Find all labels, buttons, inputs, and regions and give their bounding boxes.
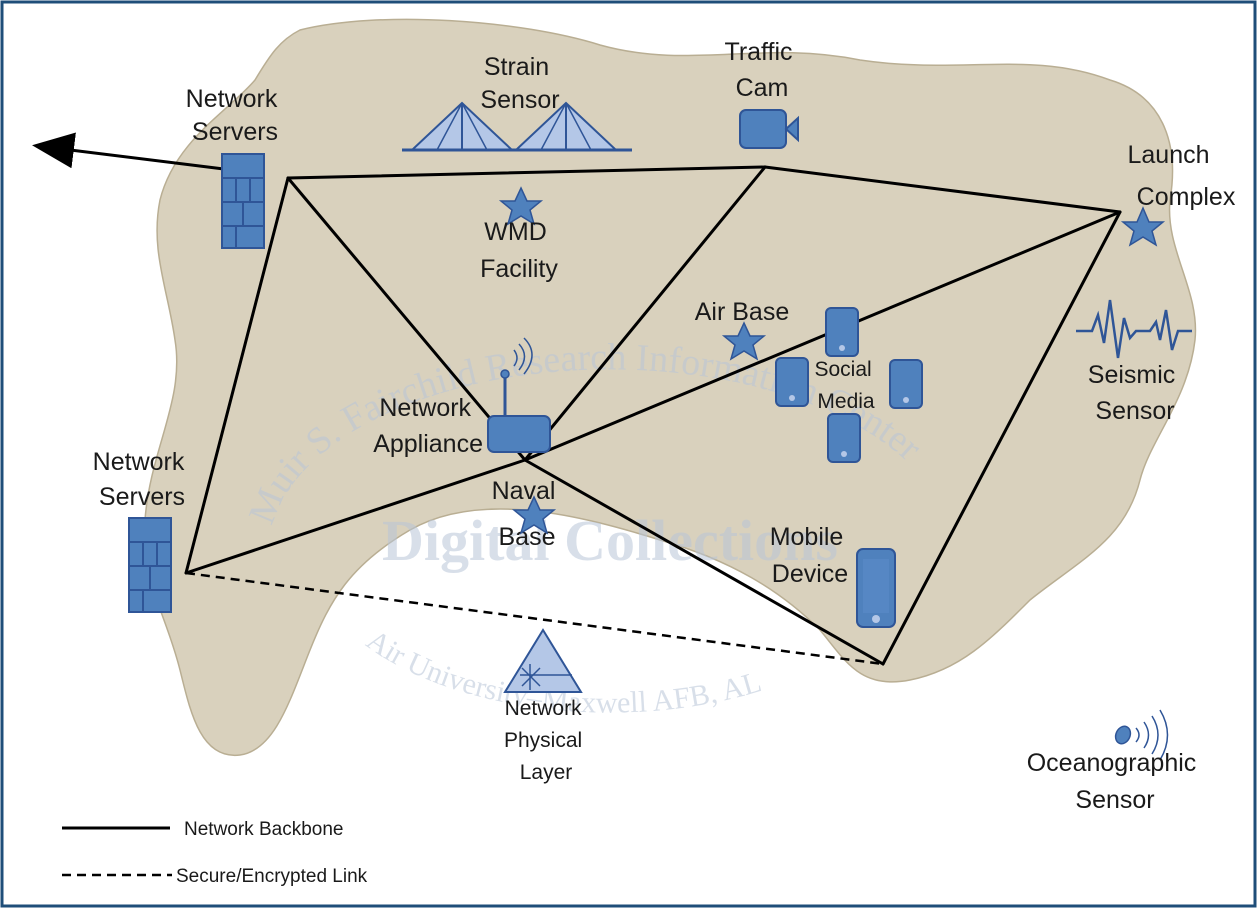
legend: Network Backbone Secure/Encrypted Link [62,819,368,887]
network-appliance-label: Network Appliance [373,394,483,458]
secure-encrypted-link [185,571,884,666]
backbone-link [523,165,767,462]
air-base-label: Air Base [695,298,789,326]
network-physical-layer-icon [503,628,583,693]
backbone-link [881,210,1122,666]
backbone-link [184,176,290,575]
strain-sensor-bridge-icon [402,101,632,152]
network-servers-left-label: Network Servers [93,448,192,511]
naval-base-star-icon [511,495,557,535]
social-media-phone-icon [827,413,861,463]
backbone-outbound-arrow [32,132,250,174]
network-backbone-links [32,132,1122,666]
wmd-facility-star-icon [498,186,544,226]
seismic-sensor-label: Seismic Sensor [1088,361,1182,425]
legend-backbone-label: Network Backbone [184,819,343,840]
oceanographic-sensor-label: Oceanographic Sensor [1027,749,1204,814]
oceanographic-sensor-icon [1114,709,1169,761]
backbone-link [184,458,527,575]
network-physical-layer-label: Network Physical Layer [504,697,588,784]
network-servers-top-icon [221,153,265,249]
social-media-label: Social Media [814,358,877,413]
launch-complex-star-icon [1120,206,1166,247]
seismic-wave-icon [1076,299,1192,359]
backbone-link [286,176,527,462]
backbone-link [286,165,767,180]
network-servers-left-icon [128,517,172,613]
strain-sensor-label: Strain Sensor [480,53,559,114]
watermark-center: Digital Collections [382,508,838,573]
backbone-link [523,458,885,666]
backbone-link [763,165,1122,214]
legend-secure-label: Secure/Encrypted Link [176,866,368,887]
network-servers-top-label: Network Servers [186,85,285,146]
mobile-device-icon [856,548,896,628]
launch-complex-label: Launch Complex [1128,141,1236,211]
traffic-cam-icon [739,109,799,149]
social-media-phone-icon [825,307,859,357]
social-media-phone-icon [775,357,809,407]
social-media-phone-icon [889,359,923,409]
wmd-facility-label: WMD Facility [480,218,558,283]
mobile-device-label: Mobile Device [770,523,851,588]
backbone-link [523,210,1122,462]
air-base-star-icon [721,321,767,361]
traffic-cam-label: Traffic Cam [724,38,799,102]
network-appliance-router-icon [487,337,551,453]
